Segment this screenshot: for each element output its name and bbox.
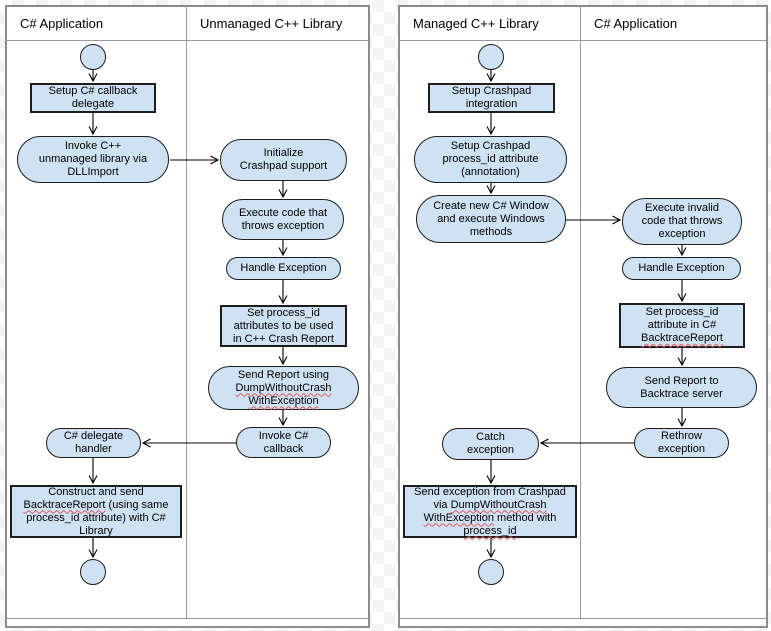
node-setup-crashpad-process-id: Setup Crashpad process_id attribute (ann… bbox=[414, 136, 567, 183]
node-catch-exception: Catch exception bbox=[442, 428, 539, 460]
pool-header-divider bbox=[7, 40, 368, 41]
node-set-process-id-attributes: Set process_id attributes to be used in … bbox=[220, 305, 347, 347]
end-node-left bbox=[80, 559, 106, 585]
node-execute-invalid-code: Execute invalid code that throws excepti… bbox=[622, 198, 742, 245]
node-label: C# delegate handler bbox=[63, 430, 124, 455]
node-label: Invoke C# callback bbox=[258, 429, 309, 455]
node-label: Execute invalid code that throws excepti… bbox=[641, 202, 723, 240]
node-label: Send Report to Backtrace server bbox=[640, 374, 723, 400]
lane-title-csharp-application-left: C# Application bbox=[7, 7, 186, 40]
lane-divider bbox=[580, 7, 581, 619]
lane-title-managed-cpp-library: Managed C++ Library bbox=[400, 7, 580, 40]
node-create-new-csharp-window: Create new C# Window and execute Windows… bbox=[416, 195, 566, 243]
node-csharp-delegate-handler: C# delegate handler bbox=[46, 428, 141, 458]
node-label: Execute code that throws exception bbox=[238, 206, 328, 232]
node-label: Setup Crashpad process_id attribute (ann… bbox=[442, 140, 539, 178]
lane-divider bbox=[186, 7, 187, 619]
node-label: Set process_id attribute in C# Backtrace… bbox=[641, 306, 723, 344]
node-label: Invoke C++ unmanaged library via DLLImpo… bbox=[38, 140, 148, 178]
node-handle-exception-right: Handle Exception bbox=[622, 257, 741, 280]
node-invoke-csharp-callback: Invoke C# callback bbox=[236, 427, 331, 458]
lane-title-label: Unmanaged C++ Library bbox=[200, 16, 343, 31]
node-label: Create new C# Window and execute Windows… bbox=[433, 199, 549, 238]
node-label: Send Report using DumpWithoutCrash WithE… bbox=[235, 368, 332, 407]
node-label: Initialize Crashpad support bbox=[239, 147, 328, 172]
pool-footer-line bbox=[400, 618, 766, 619]
node-label: Setup C# callback delegate bbox=[48, 85, 138, 110]
pool-header-divider bbox=[400, 40, 766, 41]
node-label: Send exception from Crashpad via DumpWit… bbox=[414, 485, 566, 537]
node-send-exception-from-crashpad: Send exception from Crashpad via DumpWit… bbox=[403, 485, 577, 538]
node-label: Catch exception bbox=[466, 431, 515, 456]
node-rethrow-exception: Rethrow exception bbox=[634, 428, 729, 458]
node-setup-crashpad-integration: Setup Crashpad integration bbox=[428, 83, 555, 113]
start-node-right bbox=[478, 44, 504, 70]
node-label: Handle Exception bbox=[240, 262, 327, 274]
lane-title-csharp-application-right: C# Application bbox=[581, 7, 766, 40]
lane-title-label: C# Application bbox=[20, 16, 104, 31]
node-initialize-crashpad-support: Initialize Crashpad support bbox=[220, 139, 347, 181]
node-invoke-cpp-unmanaged-library: Invoke C++ unmanaged library via DLLImpo… bbox=[17, 136, 169, 183]
start-node-left bbox=[80, 44, 106, 70]
node-send-report-dumpwithoutcrash: Send Report using DumpWithoutCrash WithE… bbox=[208, 366, 359, 410]
node-handle-exception-left: Handle Exception bbox=[226, 257, 341, 280]
node-label: Handle Exception bbox=[638, 262, 725, 274]
pool-footer-line bbox=[7, 618, 368, 619]
lane-title-label: C# Application bbox=[594, 16, 678, 31]
node-label: Rethrow exception bbox=[657, 430, 706, 455]
node-label: Construct and send BacktraceReport (usin… bbox=[23, 485, 169, 537]
node-setup-callback-delegate: Setup C# callback delegate bbox=[30, 83, 156, 113]
node-construct-send-backtracereport: Construct and send BacktraceReport (usin… bbox=[10, 485, 182, 538]
lane-title-unmanaged-cpp-library: Unmanaged C++ Library bbox=[187, 7, 368, 40]
end-node-right bbox=[478, 559, 504, 585]
node-label: Set process_id attributes to be used in … bbox=[233, 306, 334, 345]
lane-title-label: Managed C++ Library bbox=[413, 16, 539, 31]
node-label: Setup Crashpad integration bbox=[451, 85, 532, 110]
node-send-report-backtrace-server: Send Report to Backtrace server bbox=[606, 367, 757, 408]
node-set-process-id-backtracereport: Set process_id attribute in C# Backtrace… bbox=[619, 303, 745, 348]
node-execute-code-throws-exception: Execute code that throws exception bbox=[222, 199, 344, 240]
